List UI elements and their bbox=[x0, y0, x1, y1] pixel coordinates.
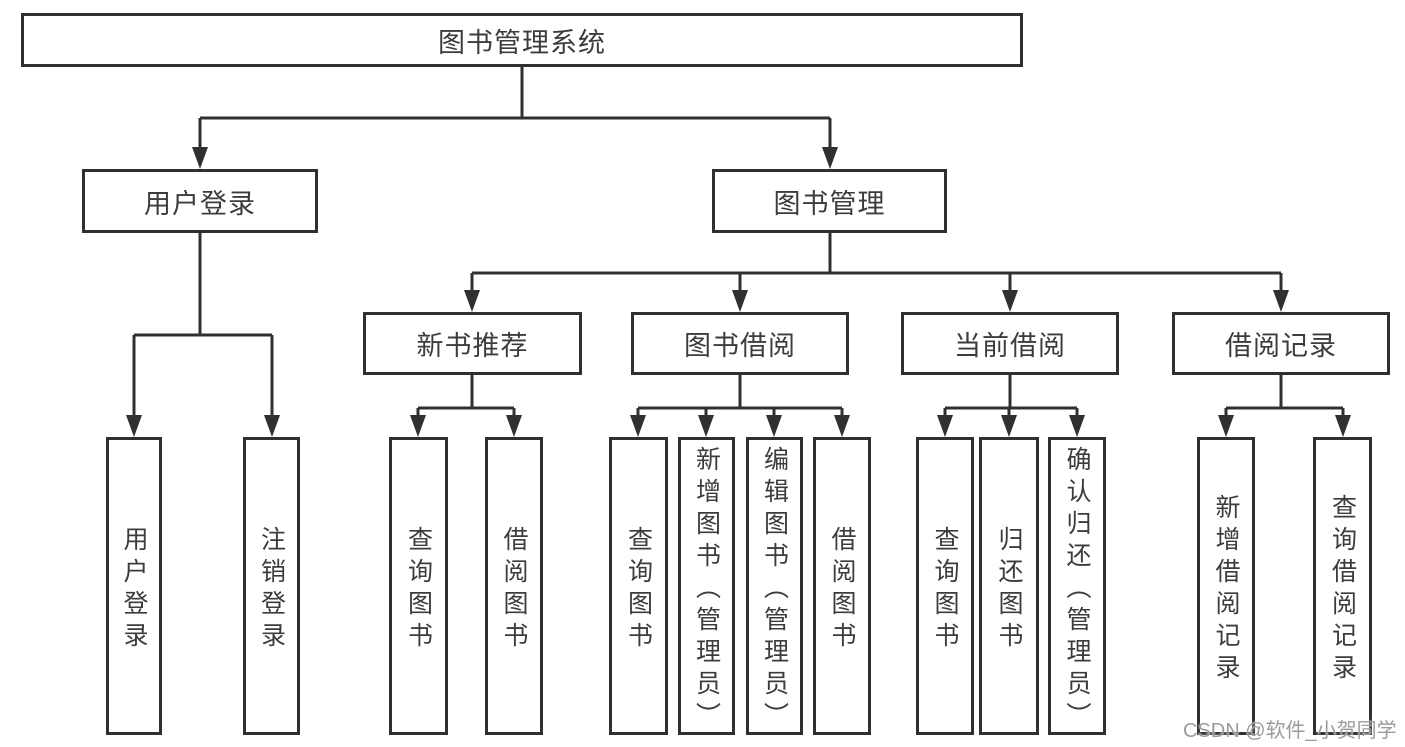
leaf-return-book: 归还图书 bbox=[979, 437, 1039, 735]
leaf-user-login-label: 用户登录 bbox=[120, 525, 148, 654]
leaf-current-query-book-label: 查询图书 bbox=[931, 525, 959, 654]
leaf-add-book-admin: 新增图书（管理员） bbox=[678, 437, 735, 735]
leaf-borrow-borrow-book: 借阅图书 bbox=[813, 437, 871, 735]
leaf-edit-book-admin: 编辑图书（管理员） bbox=[746, 437, 803, 735]
node-current-borrow-label: 当前借阅 bbox=[954, 331, 1066, 361]
node-current-borrow: 当前借阅 bbox=[901, 312, 1119, 375]
leaf-edit-book-admin-label: 编辑图书（管理员） bbox=[760, 445, 789, 734]
leaf-confirm-return-admin: 确认归还（管理员） bbox=[1048, 437, 1106, 735]
node-user-login: 用户登录 bbox=[82, 169, 318, 233]
leaf-current-query-book: 查询图书 bbox=[916, 437, 974, 735]
leaf-confirm-return-admin-label: 确认归还（管理员） bbox=[1063, 445, 1091, 734]
node-book-borrow-label: 图书借阅 bbox=[684, 331, 796, 361]
leaf-recommend-query-book-label: 查询图书 bbox=[404, 525, 433, 654]
leaf-add-book-admin-label: 新增图书（管理员） bbox=[692, 445, 721, 734]
leaf-logout-label: 注销登录 bbox=[257, 525, 286, 654]
node-root-label: 图书管理系统 bbox=[438, 27, 606, 58]
leaf-borrow-borrow-book-label: 借阅图书 bbox=[828, 525, 856, 654]
leaf-borrow-query-book: 查询图书 bbox=[609, 437, 668, 735]
csdn-watermark: CSDN @软件_小贺同学 bbox=[1183, 720, 1397, 742]
leaf-logout: 注销登录 bbox=[243, 437, 300, 735]
leaf-query-borrow-record: 查询借阅记录 bbox=[1313, 437, 1372, 735]
leaf-recommend-query-book: 查询图书 bbox=[389, 437, 448, 735]
leaf-return-book-label: 归还图书 bbox=[995, 525, 1023, 654]
leaf-borrow-query-book-label: 查询图书 bbox=[624, 525, 653, 654]
node-new-book-recommend-label: 新书推荐 bbox=[416, 331, 529, 361]
node-user-login-label: 用户登录 bbox=[144, 188, 256, 219]
leaf-user-login: 用户登录 bbox=[106, 437, 162, 735]
node-book-management-label: 图书管理 bbox=[773, 188, 886, 219]
node-new-book-recommend: 新书推荐 bbox=[363, 312, 582, 375]
leaf-recommend-borrow-book-label: 借阅图书 bbox=[500, 525, 528, 654]
leaf-recommend-borrow-book: 借阅图书 bbox=[485, 437, 543, 735]
node-borrow-records-label: 借阅记录 bbox=[1225, 331, 1337, 361]
node-borrow-records: 借阅记录 bbox=[1172, 312, 1390, 375]
leaf-add-borrow-record-label: 新增借阅记录 bbox=[1212, 493, 1240, 686]
node-book-borrow: 图书借阅 bbox=[631, 312, 849, 375]
leaf-add-borrow-record: 新增借阅记录 bbox=[1197, 437, 1255, 735]
leaf-query-borrow-record-label: 查询借阅记录 bbox=[1328, 493, 1357, 686]
node-book-management: 图书管理 bbox=[712, 169, 947, 233]
node-root: 图书管理系统 bbox=[21, 13, 1023, 67]
